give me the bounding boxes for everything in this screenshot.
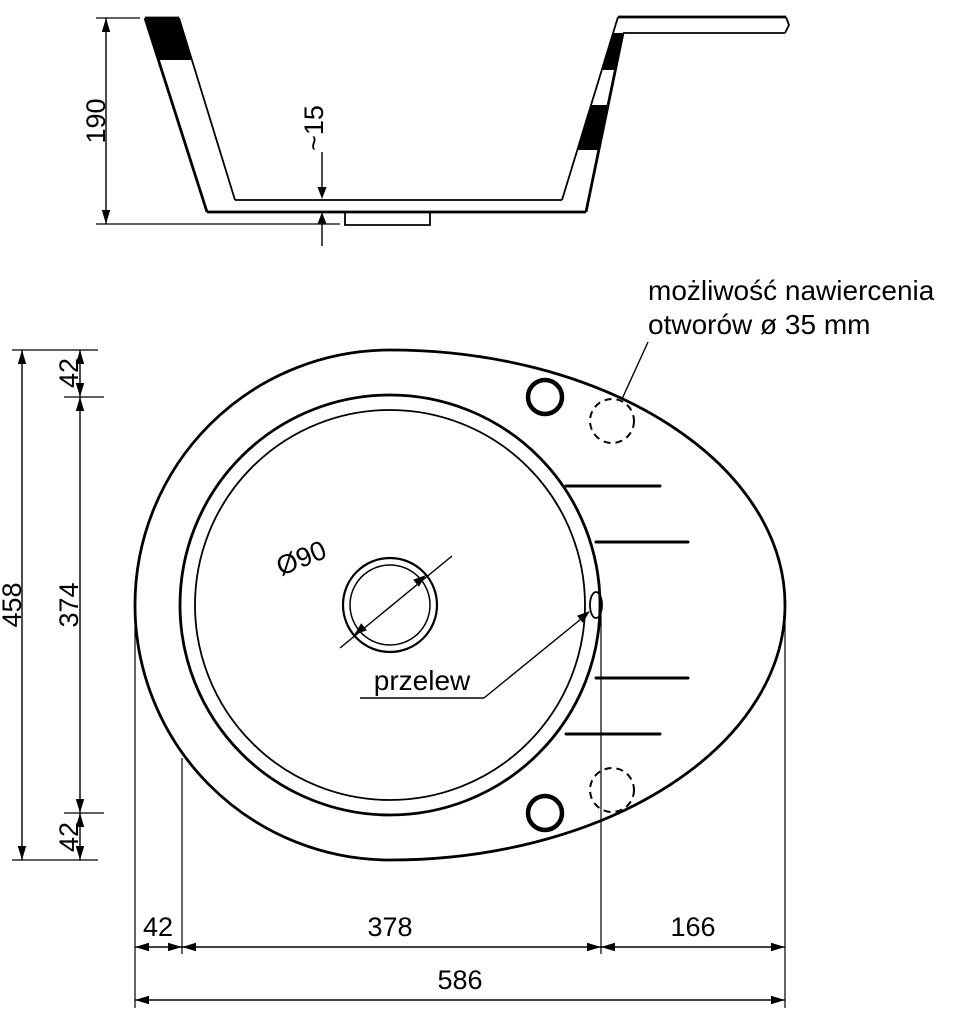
drain-hole-outer bbox=[341, 556, 439, 654]
drain-diameter-callout: Ø90 bbox=[272, 535, 453, 649]
dim-label-378: 378 bbox=[367, 912, 412, 942]
drain-hole-inner bbox=[349, 564, 431, 646]
dim-label-42-left: 42 bbox=[143, 912, 173, 942]
wall-inner-left bbox=[178, 17, 236, 201]
arrowhead bbox=[413, 575, 426, 587]
bottom-dimensions: 42 378 166 586 bbox=[134, 614, 786, 1008]
bowl-rim-outer bbox=[178, 393, 602, 817]
dim-label-458: 458 bbox=[0, 582, 27, 627]
optional-hole-bottom bbox=[589, 767, 635, 813]
arrowhead bbox=[354, 623, 367, 635]
faucet-hole-top bbox=[525, 377, 565, 417]
arrowhead bbox=[317, 187, 327, 199]
dim-label-15: ~15 bbox=[299, 105, 329, 151]
dim-label-586: 586 bbox=[437, 965, 482, 995]
leader-line bbox=[483, 618, 582, 699]
drain-boss bbox=[344, 212, 431, 226]
dim-label-374: 374 bbox=[54, 582, 84, 627]
dim-label-42-bottom: 42 bbox=[54, 822, 84, 852]
left-dimensions: 458 42 374 42 bbox=[0, 349, 104, 861]
annotation-leader bbox=[621, 341, 649, 400]
rim-section-fill-left bbox=[145, 18, 192, 60]
annotation-line-1: możliwość nawiercenia bbox=[648, 275, 935, 306]
dim-label-42-top: 42 bbox=[54, 358, 84, 388]
dim-label-166: 166 bbox=[670, 912, 715, 942]
arrowhead bbox=[577, 611, 590, 623]
overflow-slot bbox=[589, 591, 603, 619]
dimension-thickness-15: ~15 bbox=[299, 105, 329, 246]
overflow-label: przelew bbox=[374, 665, 471, 696]
arrowhead bbox=[317, 212, 327, 224]
annotation-line-2: otworów ø 35 mm bbox=[648, 309, 871, 340]
dimension-height-190: 190 bbox=[81, 17, 340, 225]
drainer-grooves bbox=[564, 484, 690, 736]
bowl-rim-inner bbox=[194, 409, 586, 801]
deck-right-edge bbox=[784, 16, 790, 34]
wall-outer-left bbox=[143, 17, 209, 213]
wall-section-fill-upper bbox=[602, 33, 623, 70]
drain-dim-label: Ø90 bbox=[272, 535, 331, 582]
faucet-hole-bottom bbox=[525, 793, 565, 833]
sink-outline bbox=[133, 348, 787, 862]
dim-label-190: 190 bbox=[81, 98, 111, 143]
cross-section-view: 190 ~15 bbox=[81, 15, 790, 246]
overflow-callout: przelew bbox=[360, 611, 590, 699]
top-view: Ø90 przelew możliwość nawiercenia otworó… bbox=[133, 275, 935, 862]
optional-hole-top bbox=[589, 398, 635, 444]
diameter-line bbox=[339, 555, 453, 649]
wall-section-fill-lower bbox=[577, 105, 608, 150]
drill-annotation: możliwość nawiercenia otworów ø 35 mm bbox=[621, 275, 935, 400]
